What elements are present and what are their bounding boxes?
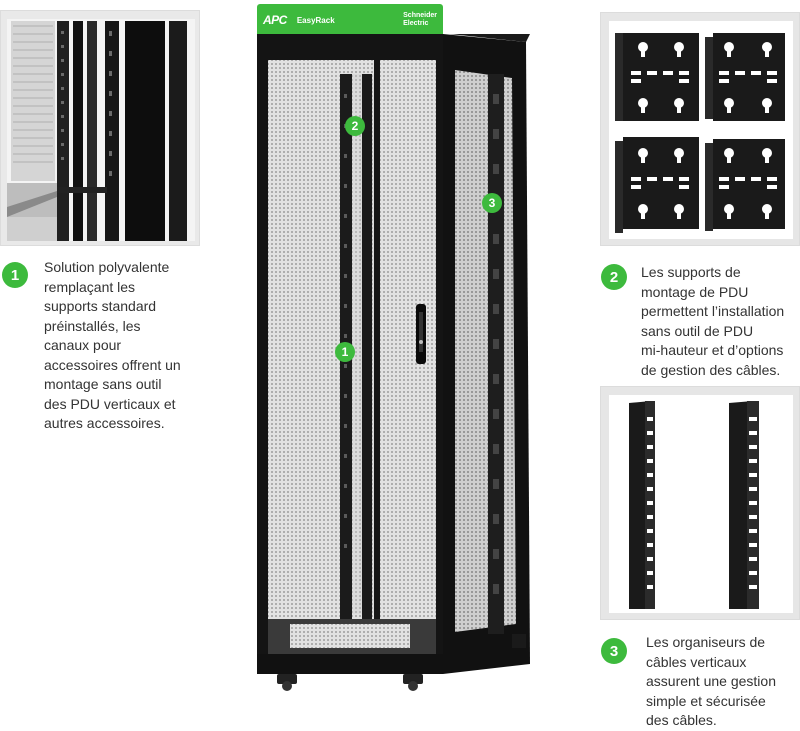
feature-1-badge: 1 (2, 262, 28, 288)
bracket-top-left (615, 33, 699, 121)
pdu-brackets-illustration (609, 21, 793, 239)
rack-callout-1: 1 (335, 342, 355, 362)
bracket-bottom-left (615, 137, 699, 233)
rack-illustration (257, 34, 530, 691)
bracket-top-right (705, 33, 785, 121)
feature-3-badge: 3 (601, 638, 627, 664)
rack-model-label: EasyRack (296, 15, 335, 25)
rack-callout-3: 3 (482, 193, 502, 213)
rack-callout-2: 2 (345, 116, 365, 136)
schneider-logo: Schneider Electric (403, 12, 437, 27)
bracket-bottom-right (705, 139, 785, 231)
rack-interior-illustration (1, 11, 199, 245)
apc-logo: APC (263, 13, 287, 27)
feature-1-description: Solution polyvalente remplaçant les supp… (44, 259, 181, 431)
rack-top-branding-bar: APC EasyRack Schneider Electric (257, 4, 443, 36)
pdu-brackets-photo (600, 12, 800, 246)
rack-interior-photo (0, 10, 200, 246)
feature-2-description: Les supports de montage de PDU permetten… (641, 264, 785, 378)
cable-organizers-illustration (609, 395, 793, 613)
feature-3-description: Les organiseurs de câbles verticaux assu… (646, 634, 776, 728)
cable-organizers-photo (600, 386, 800, 620)
feature-2-badge: 2 (601, 264, 627, 290)
